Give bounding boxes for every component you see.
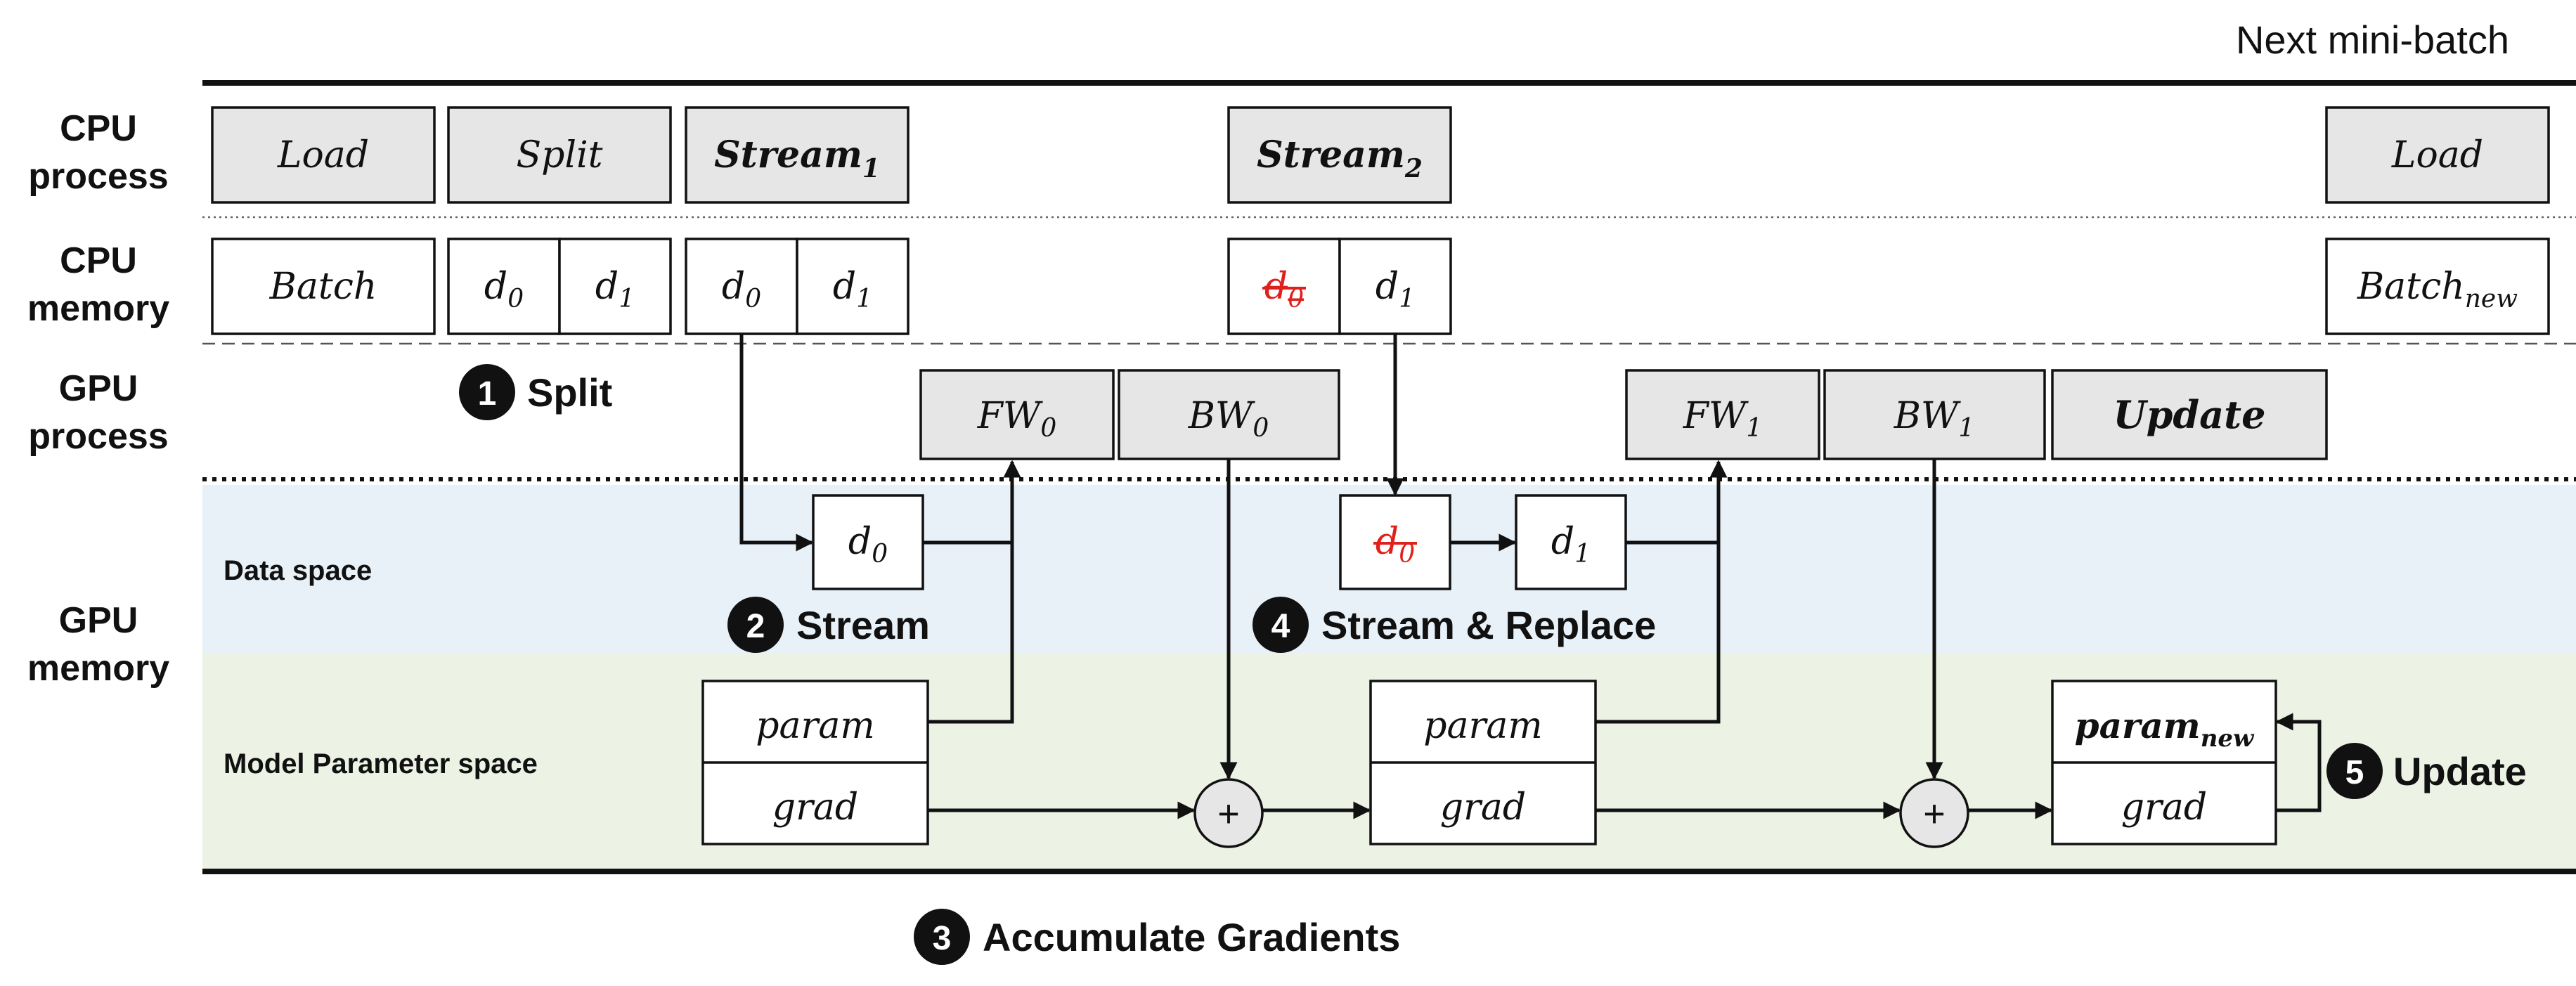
svg-text:GPU: GPU: [59, 368, 138, 409]
svg-text:FW0: FW0: [977, 395, 1056, 443]
svg-text:+: +: [1217, 793, 1240, 835]
svg-text:memory: memory: [27, 288, 169, 329]
cpu-batch-box: Batch: [211, 238, 436, 335]
gpu-fw0-box: FW0: [919, 369, 1115, 460]
svg-text:d1: d1: [1551, 521, 1591, 569]
gpu-data-removed-d0-box: d0: [1339, 494, 1451, 590]
svg-text:4: 4: [1271, 608, 1290, 645]
svg-text:memory: memory: [27, 648, 169, 689]
cpu-split-chunks: d0 d1: [447, 238, 672, 335]
svg-text:process: process: [28, 156, 168, 197]
svg-text:Update: Update: [2114, 392, 2266, 437]
gradient-adder-0: +: [1193, 778, 1264, 848]
svg-text:grad: grad: [2121, 786, 2207, 829]
svg-text:Stream2: Stream2: [1257, 134, 1423, 183]
arrow-stream-d0-to-gpu: [739, 334, 814, 552]
svg-text:param: param: [756, 705, 874, 747]
svg-text:CPU: CPU: [60, 240, 137, 281]
cpu-stream-chunks: d0 d1: [685, 238, 910, 335]
svg-text:Accumulate Gradients: Accumulate Gradients: [983, 915, 1400, 959]
gpu-fw1-box: FW1: [1625, 369, 1820, 460]
data-space-label: Data space: [224, 555, 372, 586]
svg-text:d0: d0: [722, 266, 761, 313]
cpu-replaced-chunks: d0 d1: [1227, 238, 1452, 335]
svg-text:grad: grad: [1440, 786, 1526, 829]
svg-text:Stream & Replace: Stream & Replace: [1321, 603, 1656, 647]
svg-text:Stream1: Stream1: [714, 134, 880, 183]
gpu-update-box: Update: [2051, 369, 2328, 460]
svg-text:grad: grad: [772, 786, 858, 829]
model-param-new-block: paramnew grad: [2051, 680, 2277, 845]
step-1-split: 1 Split: [459, 364, 612, 420]
svg-text:+: +: [1923, 793, 1946, 835]
step-3-accumulate-gradients: 3 Accumulate Gradients: [914, 909, 1400, 965]
gpu-data-d0-box: d0: [812, 494, 924, 590]
gpu-data-d1-box: d1: [1515, 494, 1627, 590]
svg-text:d1: d1: [833, 266, 872, 313]
svg-text:Batchnew: Batchnew: [2357, 266, 2518, 313]
svg-text:BW0: BW0: [1188, 395, 1269, 443]
gpu-bw0-box: BW0: [1118, 369, 1340, 460]
svg-text:d0: d0: [848, 521, 888, 569]
svg-text:2: 2: [746, 608, 765, 645]
svg-text:d1: d1: [1376, 266, 1415, 313]
svg-text:process: process: [28, 416, 168, 457]
step-4-stream-replace: 4 Stream & Replace: [1253, 597, 1656, 653]
svg-text:Load: Load: [2391, 134, 2483, 176]
svg-text:BW1: BW1: [1894, 395, 1975, 443]
svg-text:3: 3: [933, 920, 952, 957]
svg-text:Stream: Stream: [796, 603, 930, 647]
svg-text:paramnew: paramnew: [2075, 705, 2255, 753]
svg-text:Split: Split: [527, 370, 612, 415]
svg-text:Batch: Batch: [269, 266, 377, 308]
arrow-update-loop: [2275, 713, 2322, 812]
row-label-gpu-memory: GPU memory: [27, 600, 169, 689]
cpu-load-box: Load: [211, 106, 436, 204]
cpu-load-new-box: Load: [2325, 106, 2550, 204]
next-minibatch-label: Next mini-batch: [2236, 18, 2509, 62]
model-param-grad-block-0: param grad: [701, 680, 929, 845]
row-label-cpu-memory: CPU memory: [27, 240, 169, 329]
svg-text:CPU: CPU: [60, 108, 137, 149]
cpu-stream2-box: Stream2: [1227, 106, 1452, 204]
cpu-stream1-box: Stream1: [685, 106, 910, 204]
svg-text:1: 1: [478, 375, 497, 413]
svg-text:GPU: GPU: [59, 600, 138, 641]
cpu-batch-new-box: Batchnew: [2325, 238, 2550, 335]
cpu-split-box: Split: [447, 106, 672, 204]
gpu-bw1-box: BW1: [1823, 369, 2046, 460]
svg-text:FW1: FW1: [1683, 395, 1762, 443]
svg-text:d1: d1: [595, 266, 635, 313]
model-parameter-space-label: Model Parameter space: [224, 748, 538, 779]
step-2-stream: 2 Stream: [727, 597, 930, 653]
svg-text:Load: Load: [277, 134, 369, 176]
svg-text:5: 5: [2345, 754, 2364, 791]
row-label-gpu-process: GPU process: [28, 368, 168, 457]
step-5-update: 5 Update: [2326, 743, 2527, 799]
svg-text:Update: Update: [2393, 749, 2527, 793]
svg-text:param: param: [1423, 705, 1542, 747]
svg-text:d0: d0: [484, 266, 524, 313]
arrow-param1-to-fw1: [1596, 543, 1721, 724]
gradient-adder-1: +: [1899, 778, 1969, 848]
model-param-grad-block-1: param grad: [1369, 680, 1597, 845]
arrow-param0-to-fw0: [928, 543, 1014, 724]
svg-text:Split: Split: [516, 134, 602, 176]
row-label-cpu-process: CPU process: [28, 108, 168, 197]
